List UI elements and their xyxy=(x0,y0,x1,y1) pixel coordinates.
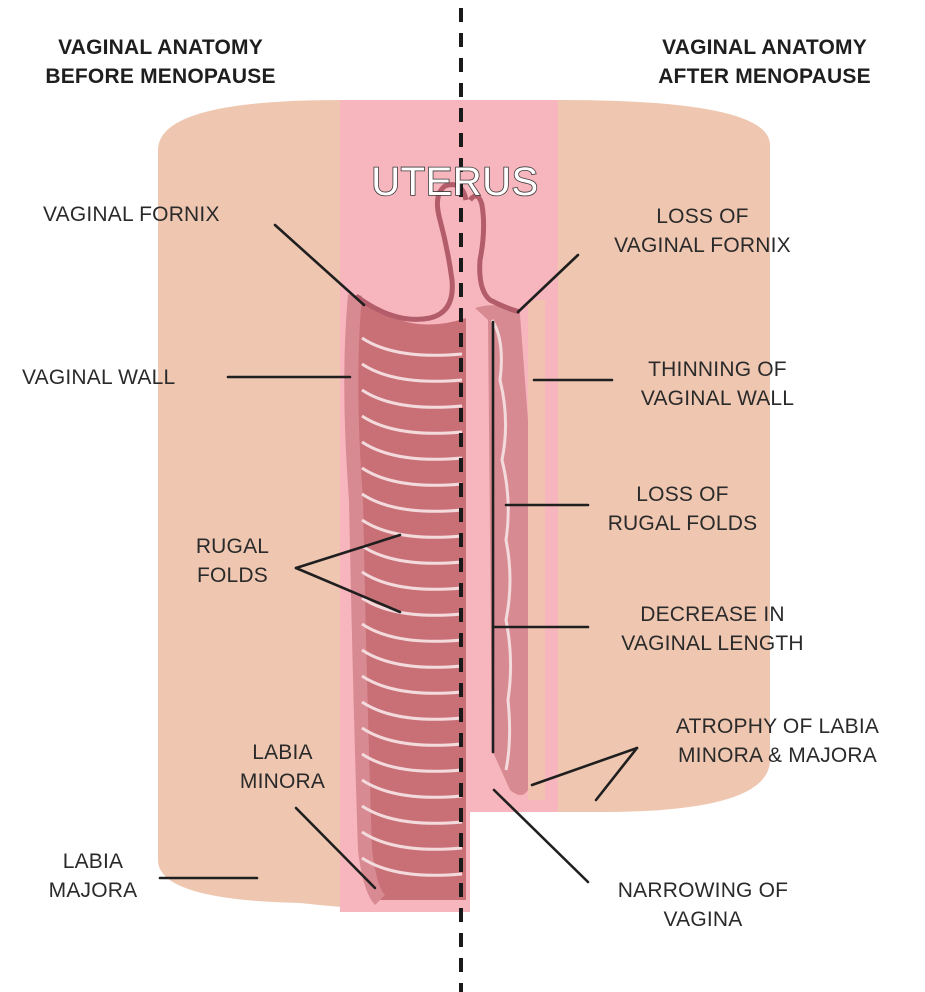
label-loss-rugal: LOSS OF RUGAL FOLDS xyxy=(580,480,785,538)
label-vaginal-fornix: VAGINAL FORNIX xyxy=(43,200,220,229)
label-labia-majora-line1: LABIA xyxy=(28,847,158,876)
label-atrophy-labia-line2: MINORA & MAJORA xyxy=(640,741,915,770)
label-loss-fornix: LOSS OF VAGINAL FORNIX xyxy=(570,202,835,260)
label-narrowing-line2: VAGINA xyxy=(588,905,818,934)
label-vaginal-wall: VAGINAL WALL xyxy=(22,363,175,392)
label-narrowing-line1: NARROWING OF xyxy=(588,876,818,905)
label-loss-rugal-line1: LOSS OF xyxy=(580,480,785,509)
label-rugal-folds: RUGAL FOLDS xyxy=(170,532,295,590)
label-rugal-folds-line2: FOLDS xyxy=(170,561,295,590)
label-labia-minora-line1: LABIA xyxy=(215,738,350,767)
label-loss-fornix-line1: LOSS OF xyxy=(570,202,835,231)
header-after-line2: AFTER MENOPAUSE xyxy=(612,62,917,91)
header-after-line1: VAGINAL ANATOMY xyxy=(612,33,917,62)
label-vaginal-wall-line1: VAGINAL WALL xyxy=(22,363,175,392)
after-tissue-wall xyxy=(528,300,545,800)
uterus-label: UTERUS xyxy=(355,160,555,204)
header-before-line2: BEFORE MENOPAUSE xyxy=(8,62,313,91)
label-thinning-wall: THINNING OF VAGINAL WALL xyxy=(600,355,835,413)
label-thinning-wall-line2: VAGINAL WALL xyxy=(600,384,835,413)
label-labia-majora-line2: MAJORA xyxy=(28,876,158,905)
label-loss-rugal-line2: RUGAL FOLDS xyxy=(580,509,785,538)
label-decrease-length-line1: DECREASE IN xyxy=(590,600,835,629)
label-decrease-length: DECREASE IN VAGINAL LENGTH xyxy=(590,600,835,658)
label-labia-majora: LABIA MAJORA xyxy=(28,847,158,905)
label-labia-minora-line2: MINORA xyxy=(215,767,350,796)
label-labia-minora: LABIA MINORA xyxy=(215,738,350,796)
label-rugal-folds-line1: RUGAL xyxy=(170,532,295,561)
label-atrophy-labia-line1: ATROPHY OF LABIA xyxy=(640,712,915,741)
label-vaginal-fornix-line1: VAGINAL FORNIX xyxy=(43,200,220,229)
label-thinning-wall-line1: THINNING OF xyxy=(600,355,835,384)
header-after: VAGINAL ANATOMY AFTER MENOPAUSE xyxy=(612,33,917,91)
label-atrophy-labia: ATROPHY OF LABIA MINORA & MAJORA xyxy=(640,712,915,770)
header-before-line1: VAGINAL ANATOMY xyxy=(8,33,313,62)
label-loss-fornix-line2: VAGINAL FORNIX xyxy=(570,231,835,260)
header-before: VAGINAL ANATOMY BEFORE MENOPAUSE xyxy=(8,33,313,91)
label-narrowing: NARROWING OF VAGINA xyxy=(588,876,818,934)
label-decrease-length-line2: VAGINAL LENGTH xyxy=(590,629,835,658)
